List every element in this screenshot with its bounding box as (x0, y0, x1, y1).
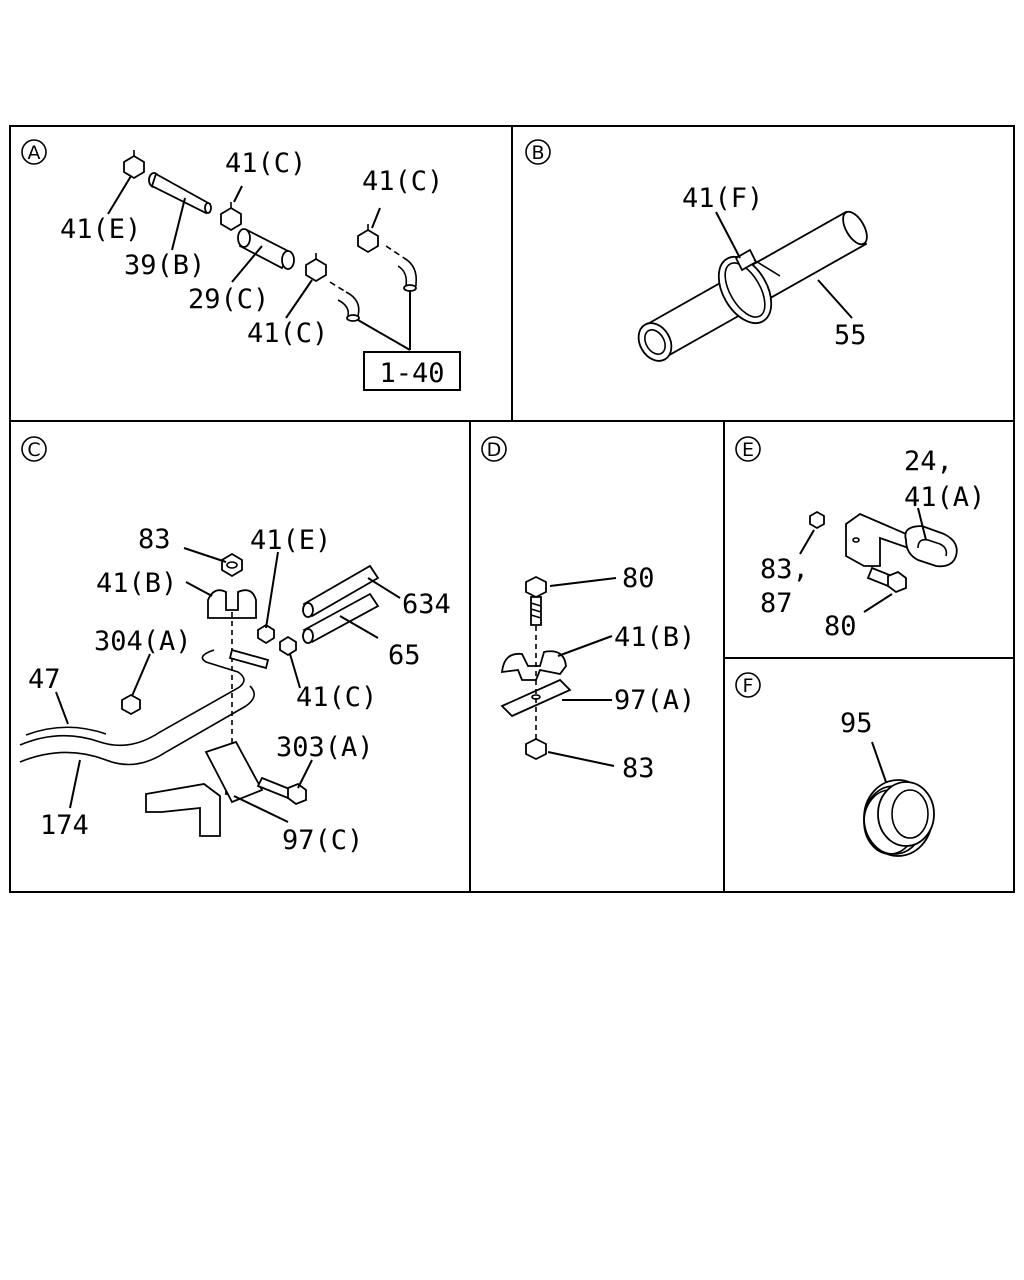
panel-b-letter: B (531, 142, 544, 164)
label-80-d: 80 (622, 563, 655, 594)
panel-d-letter: D (487, 439, 502, 461)
panel-c: C (19, 436, 451, 856)
label-47: 47 (28, 664, 61, 695)
bracket-97c-icon (145, 740, 264, 837)
panel-d: D 80 41(B) 97(A) 83 (481, 436, 695, 784)
label-174: 174 (40, 810, 89, 841)
washer-83-e-icon (809, 510, 825, 530)
label-41e: 41(E) (60, 214, 141, 245)
bolt-80-e-icon (866, 566, 907, 594)
panel-f: F 95 (735, 672, 935, 857)
label-83-e: 83, (760, 554, 809, 585)
panel-c-leaders (55, 547, 401, 823)
label-95: 95 (840, 708, 873, 739)
clamp-41e-icon (123, 150, 145, 180)
label-41c-top: 41(C) (225, 148, 306, 179)
pipe-elbow-lower-icon (329, 281, 360, 322)
bolt-80-d-icon (525, 575, 547, 626)
hose-65-icon (302, 592, 380, 644)
label-29c: 29(C) (188, 284, 269, 315)
panel-c-letter: C (27, 439, 40, 461)
grommet-95-icon (863, 779, 935, 857)
panel-a-leaders (107, 175, 411, 351)
label-24: 24, (904, 446, 953, 477)
label-41b-c: 41(B) (96, 568, 177, 599)
panel-frame (9, 125, 1015, 893)
label-55: 55 (834, 320, 867, 351)
panel-d-leaders (547, 577, 617, 767)
label-304a: 304(A) (94, 626, 192, 657)
panel-a: A (21, 139, 461, 391)
ref-box-label: 1-40 (379, 358, 444, 389)
panel-b-leaders (715, 211, 853, 319)
cable-tie-41f-icon (717, 248, 781, 324)
panel-b-badge (525, 139, 551, 165)
panel-f-letter: F (743, 675, 754, 697)
bracket-24-icon (845, 512, 958, 568)
leader-95 (871, 741, 887, 783)
label-83-d: 83 (622, 753, 655, 784)
clamp-41c-right-icon (357, 224, 379, 254)
label-97c: 97(C) (282, 825, 363, 856)
ref-box (363, 351, 461, 391)
label-41b-d: 41(B) (614, 622, 695, 653)
panel-b: B 41(F) 55 (525, 139, 868, 362)
label-83-c: 83 (138, 524, 171, 555)
nut-83-d-icon (525, 737, 547, 761)
label-41c-c: 41(C) (296, 682, 377, 713)
bolt-303a-icon (256, 776, 307, 806)
pipe-elbow-upper-icon (385, 245, 418, 292)
clamp-41c-c-icon (279, 635, 297, 657)
label-634: 634 (402, 589, 451, 620)
label-303a: 303(A) (276, 732, 374, 763)
hose-29c-icon (237, 228, 295, 270)
pipe-47-174-icon (19, 649, 255, 766)
label-41c-bottom: 41(C) (247, 318, 328, 349)
label-41a: 41(A) (904, 482, 985, 513)
nut-83-icon (221, 552, 243, 578)
label-41f: 41(F) (682, 183, 763, 214)
panel-e-badge (735, 436, 761, 462)
clamp-41c-upper-icon (220, 202, 242, 232)
panel-e-leaders (799, 507, 927, 613)
label-39b: 39(B) (124, 250, 205, 281)
hose-634-icon (302, 564, 380, 618)
clamp-41b-icon (207, 589, 257, 619)
panel-d-badge (481, 436, 507, 462)
panel-c-badge (21, 436, 47, 462)
label-87: 87 (760, 588, 793, 619)
clamp-41c-lower-icon (305, 253, 327, 283)
panel-e: E 24, 41(A) 83, 87 80 (735, 436, 985, 642)
label-65: 65 (388, 640, 421, 671)
nut-304a-icon (121, 693, 141, 716)
panel-f-badge (735, 672, 761, 698)
clamp-41b-d-icon (500, 650, 567, 681)
label-41c-right: 41(C) (362, 166, 443, 197)
label-41e-c: 41(E) (250, 525, 331, 556)
bolt-39b-icon (148, 172, 212, 215)
panel-a-badge (21, 139, 47, 165)
panel-e-letter: E (742, 439, 754, 461)
label-80-e: 80 (824, 611, 857, 642)
panel-a-letter: A (28, 142, 41, 164)
label-97a: 97(A) (614, 685, 695, 716)
